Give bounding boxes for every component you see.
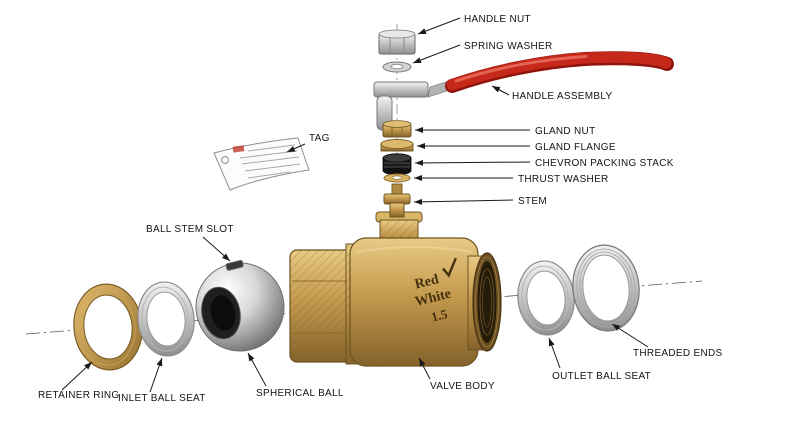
label-spring-washer: SPRING WASHER [464, 41, 553, 52]
label-thrust-washer: THRUST WASHER [518, 174, 609, 185]
leader-spherical-ball [247, 352, 267, 387]
label-retainer-ring: RETAINER RING [38, 390, 120, 401]
handle-assembly-part [373, 51, 674, 131]
label-outlet-ball-seat: OUTLET BALL SEAT [552, 371, 651, 382]
size-marking-text: 1.5 [430, 306, 450, 325]
leader-lines [61, 17, 649, 393]
label-stem: STEM [518, 196, 547, 207]
valve-body-part: Red White 1.5 [289, 211, 502, 367]
leader-spring-washer [412, 44, 461, 64]
brand-text-red: Red [413, 272, 440, 292]
retainer-ring-part [73, 283, 143, 371]
leader-outlet-ball-seat [548, 337, 561, 369]
leader-chevron-packing-stack [414, 159, 531, 166]
handle-nut-part [378, 29, 416, 55]
brand-check-icon [442, 257, 457, 278]
spherical-ball-part [195, 259, 285, 352]
gland-flange-part [380, 138, 414, 152]
leader-inlet-ball-seat [149, 357, 163, 393]
label-inlet-ball-seat: INLET BALL SEAT [118, 393, 206, 404]
tag-logo-mark [232, 145, 245, 153]
leader-retainer-ring [61, 361, 93, 391]
tag-part [213, 137, 310, 191]
leader-stem [413, 198, 514, 205]
label-tag: TAG [309, 133, 330, 144]
labels: HANDLE NUT SPRING WASHER HANDLE ASSEMBLY… [38, 14, 722, 404]
threaded-ends-part [572, 244, 640, 332]
label-chevron-packing-stack: CHEVRON PACKING STACK [535, 158, 674, 169]
label-gland-flange: GLAND FLANGE [535, 142, 616, 153]
ball-stem-slot-part [225, 259, 244, 271]
thrust-washer-part [383, 173, 411, 183]
chevron-packing-stack-part [382, 153, 412, 176]
stem-part [383, 183, 411, 218]
inlet-ball-seat-part [137, 281, 195, 357]
label-ball-stem-slot: BALL STEM SLOT [146, 224, 234, 235]
leader-handle-nut [417, 17, 461, 35]
leader-threaded-ends [611, 323, 649, 348]
leader-handle-assembly [491, 85, 510, 96]
label-spherical-ball: SPHERICAL BALL [256, 388, 344, 399]
leader-valve-body [418, 357, 431, 380]
label-valve-body: VALVE BODY [430, 381, 495, 392]
label-gland-nut: GLAND NUT [535, 126, 595, 137]
label-handle-nut: HANDLE NUT [464, 14, 531, 25]
gland-nut-part [382, 120, 412, 138]
leader-ball-stem-slot [202, 236, 231, 262]
spring-washer-part [382, 61, 412, 73]
outlet-ball-seat-part [517, 260, 575, 336]
leader-tag [286, 143, 306, 153]
label-handle-assembly: HANDLE ASSEMBLY [512, 91, 612, 102]
label-threaded-ends: THREADED ENDS [633, 348, 722, 359]
